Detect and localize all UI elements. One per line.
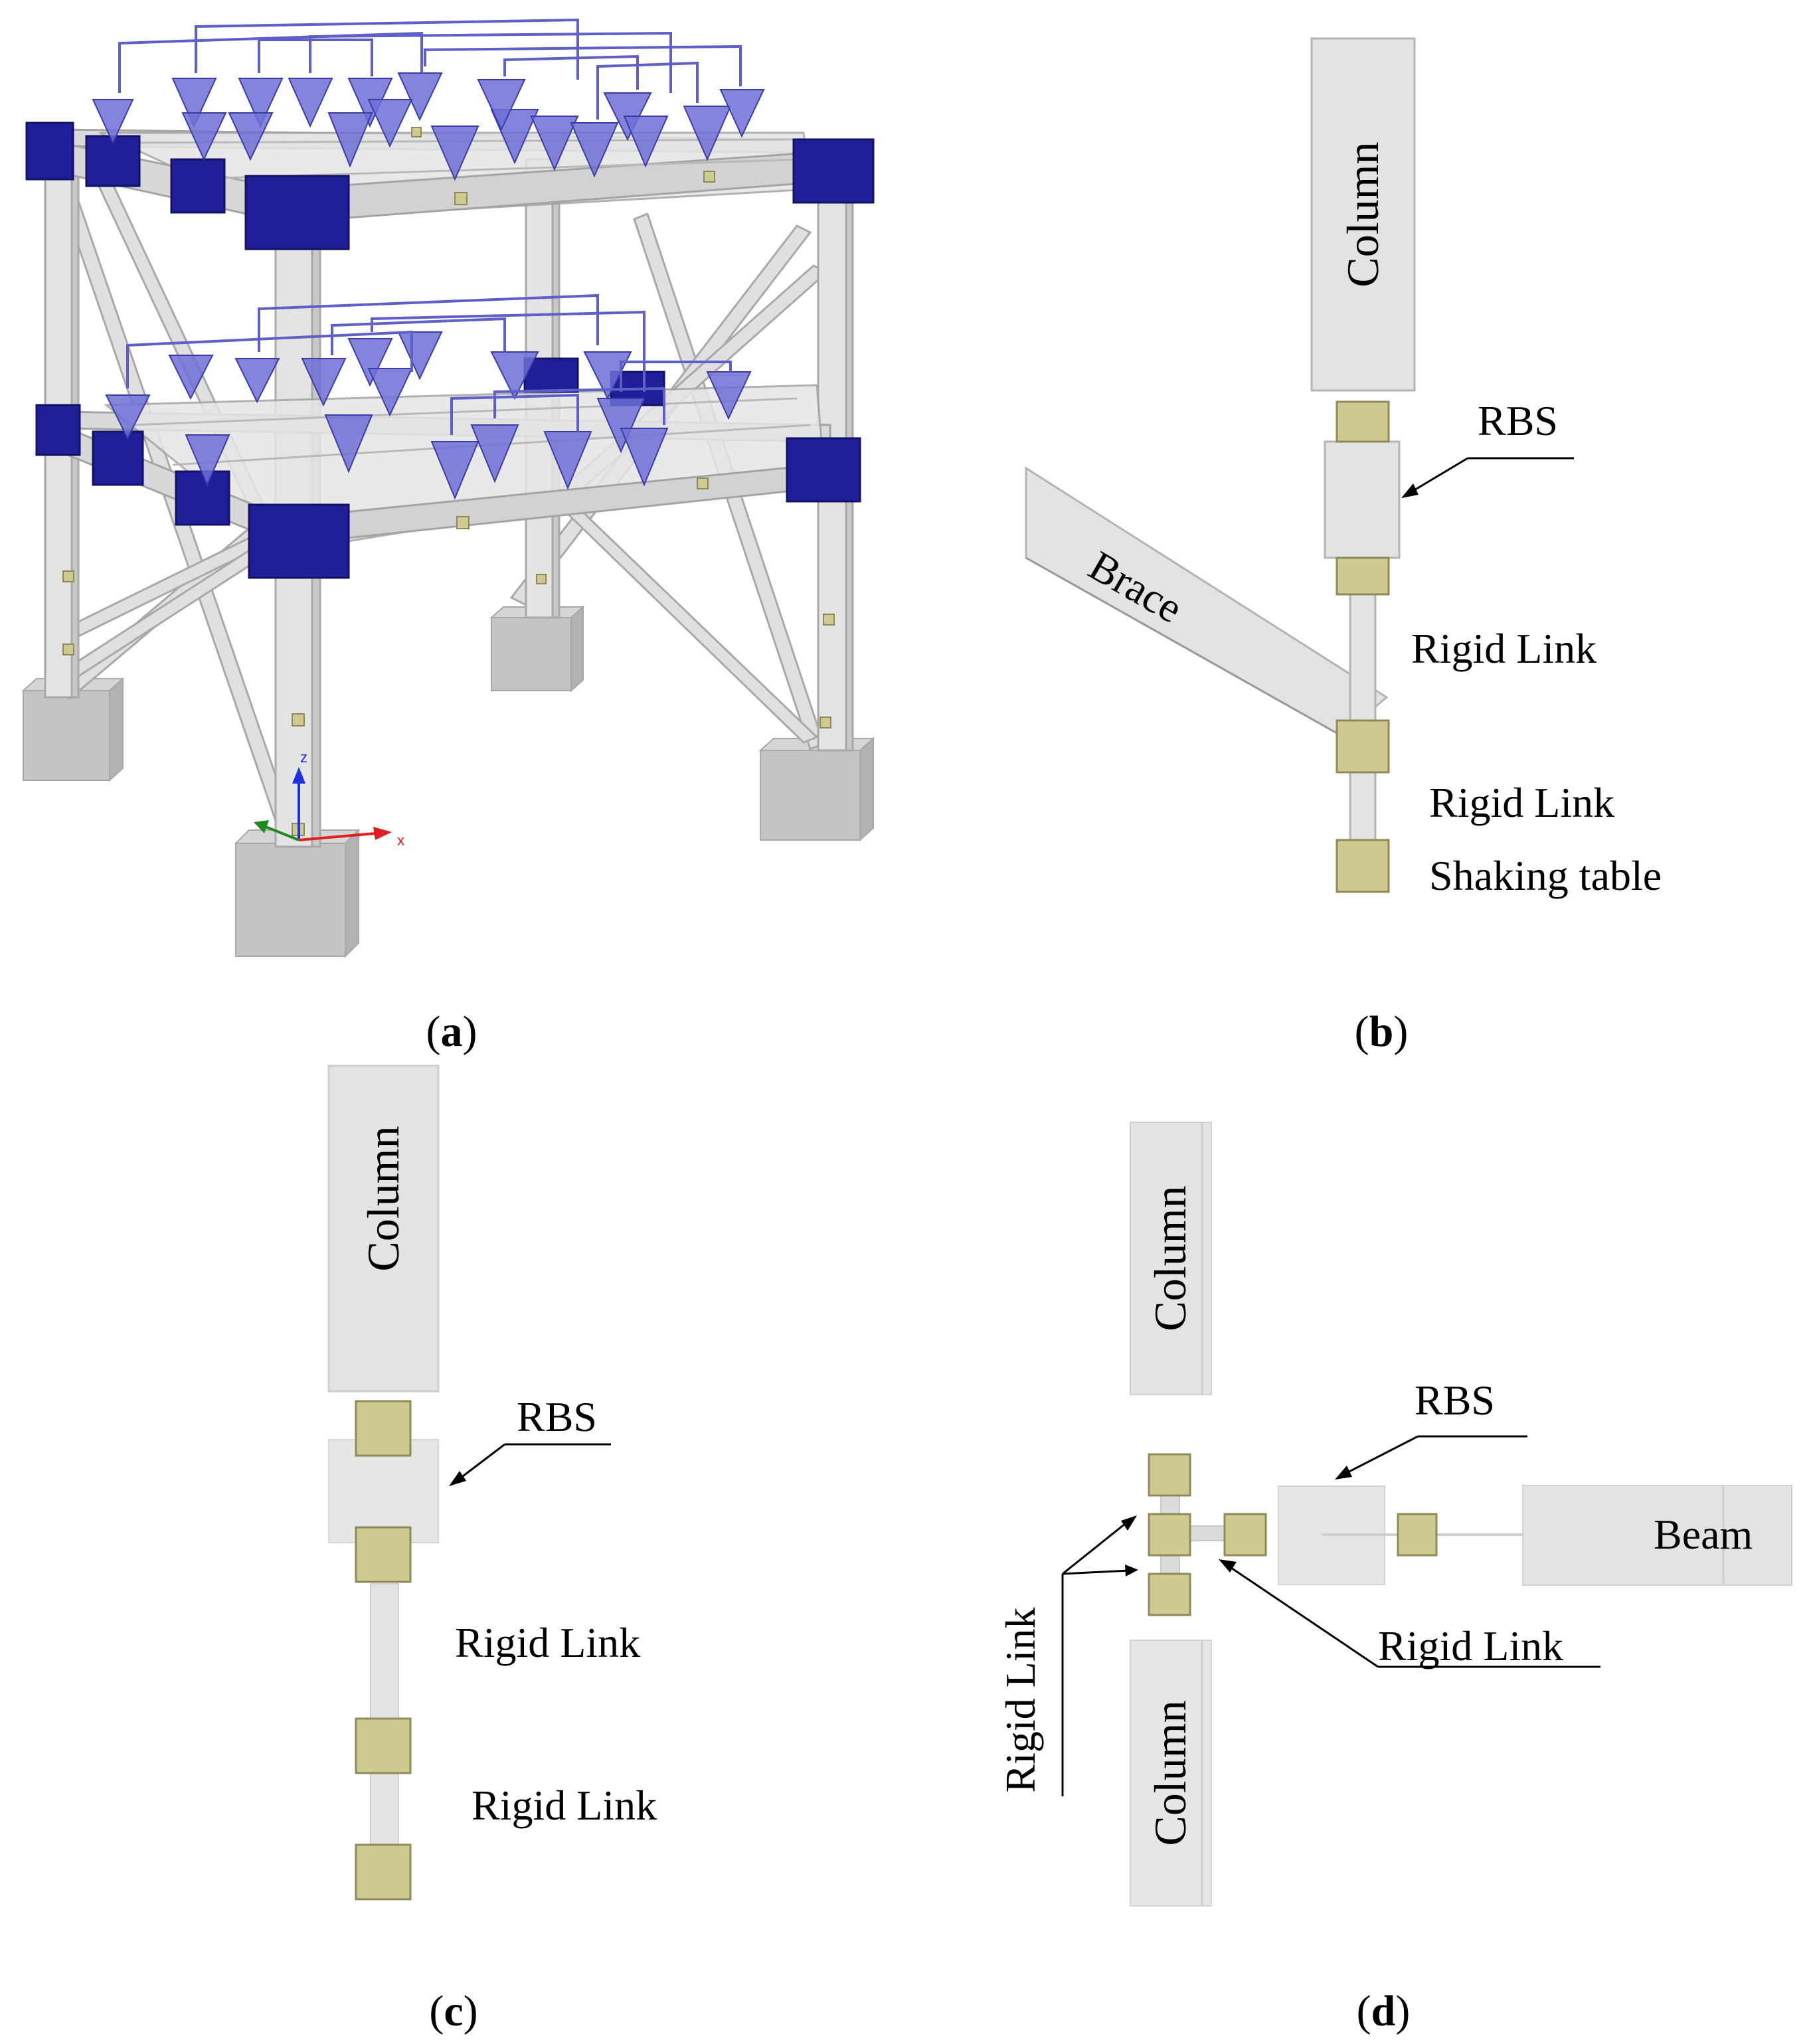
mass-links-lower	[126, 294, 732, 435]
rbs-leader-arrow	[1406, 457, 1468, 496]
rbs-label: RBS	[1478, 397, 1558, 444]
rbs-label: RBS	[1415, 1377, 1495, 1424]
rbs-leader-arrow	[1341, 1435, 1419, 1477]
z-axis-arrowhead	[292, 767, 305, 784]
rigid-link-lower-label: Rigid Link	[472, 1782, 657, 1829]
rbs-leader-arrowhead	[1335, 1466, 1352, 1480]
node-brace-connection	[1336, 719, 1390, 774]
rigid-link-upper	[1349, 590, 1377, 732]
foundation-blocks	[21, 605, 875, 958]
caption-a: (a)	[426, 1007, 477, 1056]
panel-c-column-base-detail: Column RBS Rigid Link Rigid Link (c)	[327, 1065, 657, 2035]
rigid-link-upper-label: Rigid Link	[455, 1619, 640, 1666]
mass-cones-upper	[92, 72, 765, 181]
node-rbs-bottom	[1336, 556, 1390, 596]
node-joint-bottom	[1148, 1573, 1191, 1616]
panel-b-column-base-detail: Brace Column RBS Rigid Link Rigid Link S…	[1025, 37, 1662, 1056]
global-axes: z x	[254, 749, 404, 849]
rigid-link-vertical-leader-arrowhead-2	[1125, 1565, 1138, 1576]
rigid-link-upper	[370, 1583, 399, 1721]
caption-c: (c)	[429, 1987, 477, 2035]
rigid-link-lower	[1349, 769, 1377, 851]
column-top-member	[1130, 1122, 1212, 1395]
foundation-block-left	[21, 677, 125, 782]
rbs-leader-arrowhead	[1401, 483, 1419, 498]
column-nodes	[62, 127, 843, 836]
rbs-label: RBS	[517, 1393, 597, 1440]
node-rbs-bottom	[355, 1526, 412, 1583]
node-column-bottom	[355, 1400, 412, 1457]
column-bottom-member	[1130, 1640, 1212, 1907]
beam-label: Beam	[1654, 1511, 1753, 1558]
rigid-link-upper-label: Rigid Link	[1411, 625, 1596, 672]
column-member	[1310, 37, 1416, 392]
column-label: Column	[1337, 141, 1388, 287]
rigid-link-vertical-leader-arrow-2	[1062, 1569, 1130, 1575]
column-bottom-label: Column	[1145, 1700, 1195, 1845]
mass-links-upper	[118, 18, 742, 120]
y-axis-arrowhead	[254, 820, 269, 833]
beam-member	[1522, 1485, 1792, 1586]
rigid-link-vertical-label: Rigid Link	[997, 1607, 1044, 1792]
x-axis-arrowhead	[373, 827, 392, 840]
caption-c-letter: c	[444, 1987, 463, 2035]
node-joint-top	[1148, 1453, 1191, 1497]
x-axis	[298, 832, 376, 841]
rbs-segment	[1324, 440, 1401, 559]
rbs-leader-arrowhead	[449, 1471, 466, 1486]
node-shaking-table	[1336, 839, 1390, 893]
node-beam-start	[1223, 1513, 1267, 1557]
rigid-link-lower-label: Rigid Link	[1429, 779, 1614, 826]
foundation-block-front	[234, 828, 361, 958]
caption-a-letter: a	[441, 1007, 463, 1056]
axis-label-z: z	[300, 749, 307, 766]
rigid-link-vertical-leader-arrow-1	[1062, 1519, 1130, 1575]
foundation-block-back	[489, 605, 585, 693]
axis-label-x: x	[397, 832, 404, 849]
caption-b-letter: b	[1369, 1007, 1394, 1056]
rigid-link-lower	[370, 1772, 399, 1847]
column-top-label: Column	[1145, 1185, 1195, 1331]
rigid-link-right-leader-arrowhead	[1219, 1559, 1237, 1573]
shaking-table-label: Shaking table	[1429, 852, 1662, 899]
rigid-link-vertical-leader-arrowhead-1	[1121, 1515, 1137, 1531]
node-base	[355, 1843, 412, 1901]
caption-d-letter: d	[1371, 1987, 1396, 2035]
node-rbs-end	[1397, 1513, 1438, 1557]
panel-a-frame-model: z x (a)	[21, 18, 875, 1056]
node-joint-center	[1148, 1513, 1191, 1557]
panel-d-beam-column-joint: Column Column Beam RBS Rigid Link	[997, 1122, 1792, 2035]
mass-cones-lower	[105, 331, 752, 500]
column-member	[327, 1065, 440, 1393]
joints-upper	[25, 122, 875, 250]
caption-b: (b)	[1355, 1007, 1409, 1056]
node-middle	[355, 1717, 412, 1774]
y-axis	[265, 825, 300, 841]
node-column-bottom	[1336, 400, 1390, 443]
foundation-block-right	[758, 736, 875, 842]
rbs-leader-arrow	[454, 1443, 505, 1484]
caption-d: (d)	[1357, 1987, 1411, 2035]
rigid-link-right-leader-arrow	[1225, 1563, 1379, 1668]
column-label: Column	[358, 1126, 408, 1271]
rigid-link-right-label: Rigid Link	[1378, 1622, 1563, 1669]
